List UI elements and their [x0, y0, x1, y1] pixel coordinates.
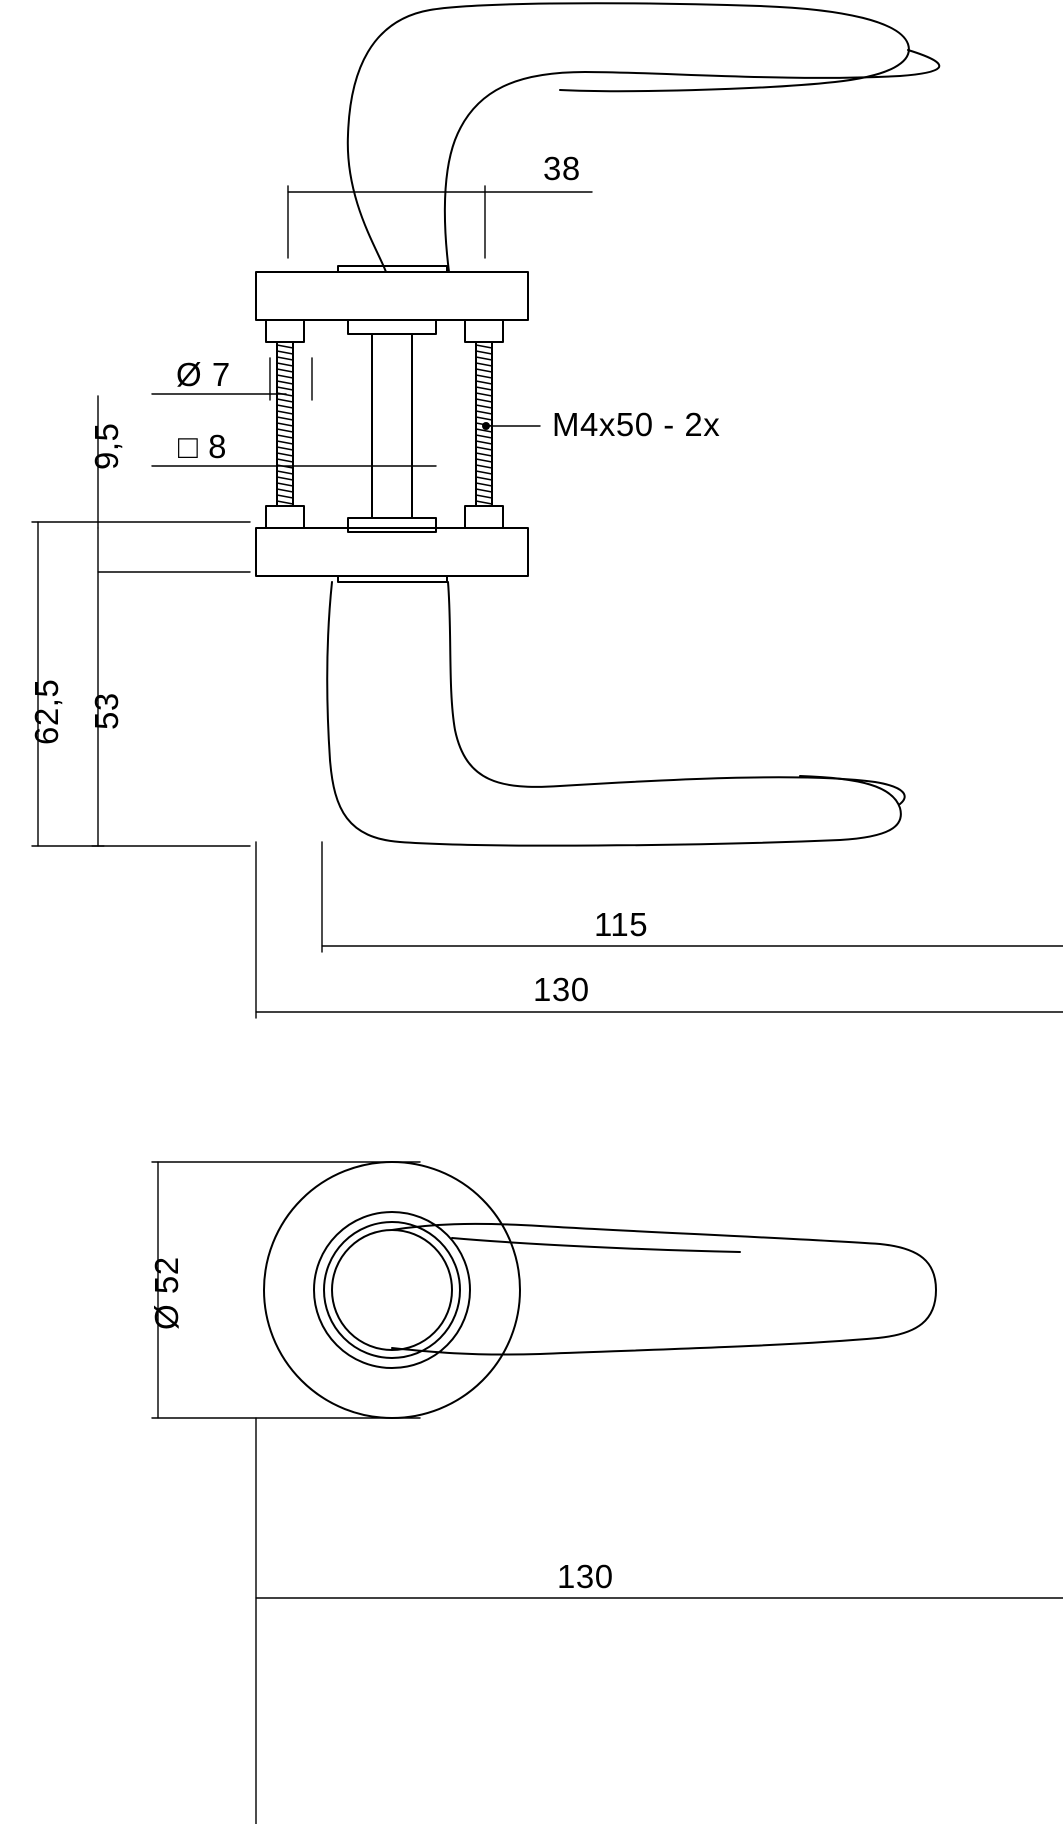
upper-rose-plate: [255, 265, 529, 321]
screw-left-threads: [276, 344, 294, 505]
plan-view-lever: [391, 1222, 937, 1356]
dimension-lines-top-view: [31, 185, 1063, 1019]
plan-view-rosette: [263, 1161, 521, 1419]
upper-lever-outline: [346, 2, 941, 273]
leader-dot-m4x50: [482, 422, 490, 430]
lower-lever-outline: [326, 581, 906, 847]
screw-right: [475, 341, 493, 507]
screw-right-threads: [475, 344, 493, 505]
upper-screw-heads: [265, 319, 504, 343]
dimension-label-overall-length: 130: [533, 971, 590, 1008]
dimension-label-38: 38: [543, 150, 581, 187]
dimension-label-screws: M4x50 - 2x: [552, 406, 721, 443]
dimension-label-handle-height-total: 62,5: [28, 678, 65, 745]
lower-rose-plate: [255, 527, 529, 583]
dimension-label-plan-overall-length: 130: [557, 1558, 614, 1595]
dimension-label-handle-height-lower: 53: [88, 692, 125, 730]
dimension-label-spindle-square: □ 8: [178, 428, 227, 465]
dimension-label-length-to-lever-end: 115: [594, 906, 649, 943]
dimension-label-rose-thickness: 9,5: [88, 422, 125, 470]
dimension-label-spindle-hole-diameter: Ø 7: [176, 356, 231, 393]
dimension-label-rose-diameter: Ø 52: [148, 1256, 185, 1330]
screw-left: [276, 341, 294, 507]
dimension-lines-plan-view: [151, 1161, 1063, 1824]
spindle: [347, 319, 437, 533]
